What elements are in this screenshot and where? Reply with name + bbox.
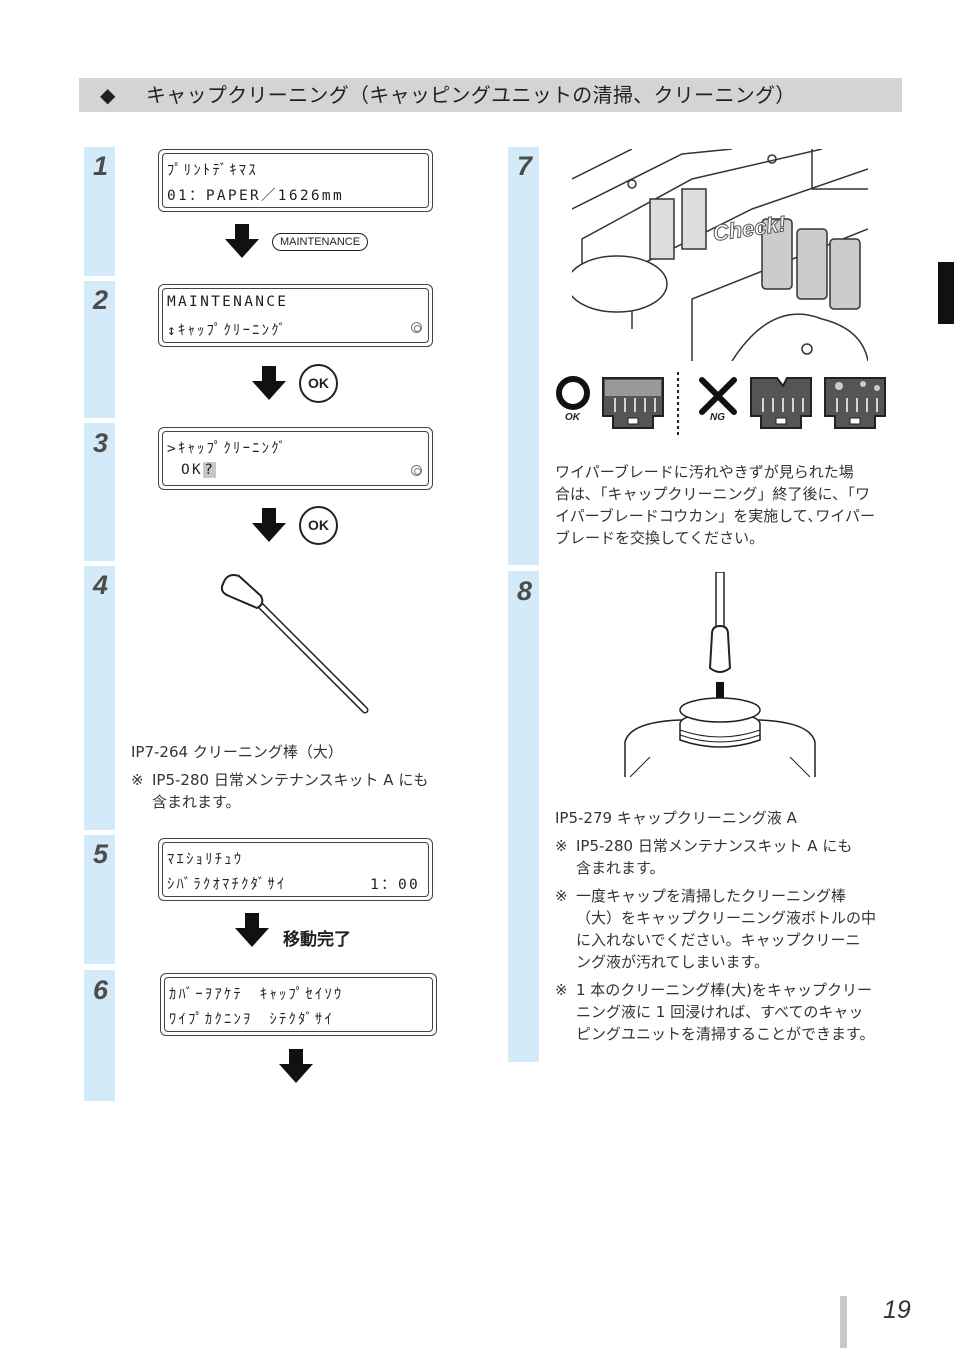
page-number: 19	[883, 1296, 911, 1324]
wiper-blade-ng-icon	[750, 377, 812, 429]
lcd-display: MAINTENANCE ↕ｷｬｯﾌﾟｸﾘｰﾆﾝｸﾞ	[158, 284, 433, 347]
wiper-blade-dirty-icon	[824, 377, 886, 429]
lcd-line-2: 01：PAPER／1626mm	[167, 188, 344, 204]
note-mark: ※	[555, 837, 568, 855]
lcd-selector-icon	[411, 465, 422, 476]
step-number: 7	[516, 151, 533, 181]
step-number: 2	[92, 285, 109, 315]
capping-unit-illustration: Check!	[572, 149, 868, 361]
step-7-bar	[508, 147, 539, 565]
instruction-line: ブレードを交換してください。	[555, 529, 765, 547]
note-text: 1 本のクリーニング棒(大)をキャップクリー	[576, 981, 873, 999]
lcd-display: ﾏｴｼｮﾘﾁｭｳ ｼﾊﾞﾗｸｵﾏﾁｸﾀﾞｻｲ 1：00	[158, 838, 433, 901]
step-number: 3	[92, 428, 109, 458]
note-text: ング液が汚れてしまいます。	[576, 953, 770, 971]
cleaning-liquid-bottle-illustration	[624, 572, 816, 777]
step-6-bar	[84, 970, 115, 1101]
lcd-display: ｶﾊﾞｰｦｱｹﾃ ｷｬｯﾌﾟｾｲｿｳ ﾜｲﾌﾟｶｸﾆﾝｦ ｼﾃｸﾀﾞｻｲ	[160, 973, 437, 1036]
step-number: 6	[92, 975, 109, 1005]
note-mark: ※	[555, 887, 568, 905]
section-title: キャップクリーニング（キャッピングユニットの清掃、クリーニング）	[146, 83, 796, 107]
move-complete-label: 移動完了	[283, 930, 351, 950]
down-arrow-icon	[252, 366, 286, 400]
note-text: 含まれます。	[152, 793, 241, 811]
step-4-bar	[84, 566, 115, 830]
lcd-ok-text: OK	[181, 462, 204, 478]
down-arrow-icon	[252, 508, 286, 542]
lcd-line-1: ﾌﾟﾘﾝﾄﾃﾞｷﾏｽ	[167, 163, 258, 179]
down-arrow-icon	[235, 913, 269, 947]
ng-label: NG	[710, 412, 725, 423]
lcd-line-1: MAINTENANCE	[167, 294, 289, 310]
lcd-display: >ｷｬｯﾌﾟｸﾘｰﾆﾝｸﾞ OK?	[158, 427, 433, 490]
lcd-line-2: ｼﾊﾞﾗｸｵﾏﾁｸﾀﾞｻｲ	[167, 877, 287, 893]
ok-circle-icon	[556, 376, 590, 410]
page-number-bar	[840, 1296, 847, 1348]
step-number: 1	[92, 151, 109, 181]
lcd-line-1: ﾏｴｼｮﾘﾁｭｳ	[167, 852, 244, 868]
lcd-line-1: ｶﾊﾞｰｦｱｹﾃ ｷｬｯﾌﾟｾｲｿｳ	[169, 987, 344, 1003]
wiper-blade-ok-icon	[602, 377, 664, 429]
lcd-line-2: ﾜｲﾌﾟｶｸﾆﾝｦ ｼﾃｸﾀﾞｻｲ	[169, 1012, 334, 1028]
step-number: 5	[92, 839, 109, 869]
lcd-selector-icon	[411, 322, 422, 333]
note-text: 一度キャップを清掃したクリーニング棒	[576, 887, 847, 905]
step-1-bar	[84, 147, 115, 276]
item-label: IP5-279 キャップクリーニング液 A	[555, 809, 797, 827]
instruction-line: ワイパーブレードに汚れやきずが見られた場	[555, 463, 854, 481]
note-text: （大）をキャップクリーニング液ボトルの中	[576, 909, 877, 927]
note-text: IP5-280 日常メンテナンスキット A にも	[576, 837, 853, 855]
cleaning-stick-illustration	[220, 574, 369, 714]
note-mark: ※	[131, 771, 144, 789]
instruction-line: 合は､「キャップクリーニング」終了後に､「ワ	[555, 485, 871, 503]
lcd-line-2: OK?	[181, 462, 217, 478]
ok-button[interactable]: OK	[299, 506, 338, 545]
down-arrow-icon	[225, 224, 259, 258]
step-5-bar	[84, 835, 115, 964]
ng-cross-icon	[699, 377, 737, 415]
lcd-line-2: ↕ｷｬｯﾌﾟｸﾘｰﾆﾝｸﾞ	[167, 323, 289, 339]
note-text: に入れないでください。キャップクリーニ	[576, 931, 861, 949]
lcd-display: ﾌﾟﾘﾝﾄﾃﾞｷﾏｽ 01：PAPER／1626mm	[158, 149, 433, 212]
instruction-line: イパーブレードコウカン」を実施して､ワイパー	[555, 507, 875, 525]
note-text: ピングユニットを清掃することができます。	[576, 1025, 875, 1043]
note-mark: ※	[555, 981, 568, 999]
lcd-timer: 1：00	[370, 877, 420, 893]
diamond-bullet-icon: ◆	[100, 83, 116, 107]
maintenance-button[interactable]: MAINTENANCE	[272, 233, 369, 251]
note-text: 含まれます。	[576, 859, 665, 877]
step-2-bar	[84, 281, 115, 418]
lcd-line-1: >ｷｬｯﾌﾟｸﾘｰﾆﾝｸﾞ	[167, 441, 289, 457]
down-arrow-icon	[279, 1049, 313, 1083]
step-3-bar	[84, 423, 115, 561]
divider-line	[677, 372, 679, 438]
ok-label: OK	[565, 412, 580, 423]
lcd-cursor: ?	[203, 462, 217, 478]
step-number: 4	[92, 570, 109, 600]
note-text: ニング液に 1 回浸ければ、すべてのキャッ	[576, 1003, 864, 1021]
note-text: IP5-280 日常メンテナンスキット A にも	[152, 771, 429, 789]
step-8-bar	[508, 571, 539, 1062]
section-header-bar	[79, 78, 902, 112]
chapter-tab	[938, 262, 954, 324]
step-number: 8	[516, 576, 533, 606]
item-label: IP7-264 クリーニング棒（大）	[131, 743, 343, 761]
ok-button[interactable]: OK	[299, 364, 338, 403]
